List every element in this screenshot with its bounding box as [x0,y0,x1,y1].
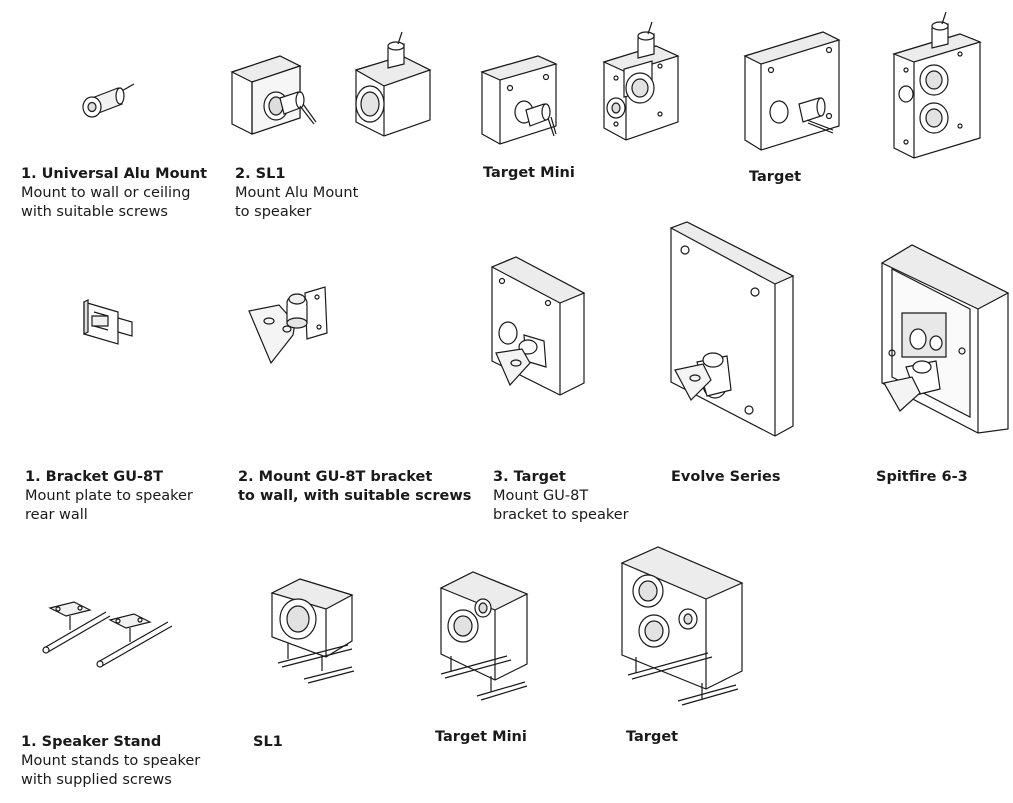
target-mini-rear-mount-drawing [480,50,590,150]
caption-spitfire: Spitfire 6-3 [876,468,968,487]
caption-target-stand: Target [626,728,678,747]
gu8t-wall-mount-drawing [243,283,338,368]
caption-target: Target [749,168,801,187]
caption-sl1: 2. SL1 Mount Alu Mount to speaker [235,165,358,222]
caption-title: Spitfire 6-3 [876,469,968,485]
caption-title: 1. Speaker Stand [21,734,162,750]
caption-title: 1. Universal Alu Mount [21,166,208,182]
target-stand-drawing [618,543,748,708]
caption-title: 2. Mount GU-8T bracket [238,469,433,485]
caption-title: SL1 [253,734,283,750]
target-mini-stand-drawing [437,568,532,703]
caption-line: Mount plate to speaker [25,488,193,504]
caption-target-mini-stand: Target Mini [435,728,527,747]
evolve-series-drawing [667,220,797,440]
caption-title: 2. SL1 [235,166,286,182]
target-mini-front-mount-drawing [600,20,685,145]
caption-title: Target Mini [435,729,527,745]
caption-mount-gu8t-bracket: 2. Mount GU-8T bracket to wall, with sui… [238,468,471,506]
target-front-mount-drawing [890,10,990,160]
caption-title: 3. Target [493,469,566,485]
caption-title: Evolve Series [671,469,781,485]
sl1-front-mount-drawing [352,30,437,140]
speaker-stands-drawing [40,600,175,670]
caption-title: Target Mini [483,165,575,181]
sl1-stand-drawing [268,575,358,685]
caption-sl1-stand: SL1 [253,733,283,752]
caption-universal-alu-mount: 1. Universal Alu Mount Mount to wall or … [21,165,207,222]
caption-bracket-gu8t: 1. Bracket GU-8T Mount plate to speaker … [25,468,193,525]
target-rear-mount-drawing [743,20,843,155]
caption-line: with suitable screws [21,204,168,220]
caption-target-gu8t: 3. Target Mount GU-8T bracket to speaker [493,468,629,525]
caption-title: 1. Bracket GU-8T [25,469,163,485]
bracket-gu8t-drawing [78,296,140,354]
caption-line: Mount Alu Mount [235,185,359,201]
caption-title: Target [749,169,802,185]
caption-title: Target [626,729,679,745]
target-gu8t-drawing [488,255,588,400]
caption-title: to wall, with suitable screws [238,488,472,504]
universal-alu-mount-drawing [72,78,142,123]
sl1-rear-mount-drawing [228,48,328,138]
caption-line: Mount GU-8T [493,488,589,504]
caption-target-mini: Target Mini [483,164,575,183]
caption-speaker-stand: 1. Speaker Stand Mount stands to speaker… [21,733,200,790]
caption-evolve-series: Evolve Series [671,468,781,487]
caption-line: bracket to speaker [493,507,629,523]
caption-line: to speaker [235,204,312,220]
caption-line: Mount to wall or ceiling [21,185,191,201]
spitfire-6-3-drawing [878,243,1013,433]
caption-line: with supplied screws [21,772,172,788]
caption-line: Mount stands to speaker [21,753,201,769]
caption-line: rear wall [25,507,88,523]
